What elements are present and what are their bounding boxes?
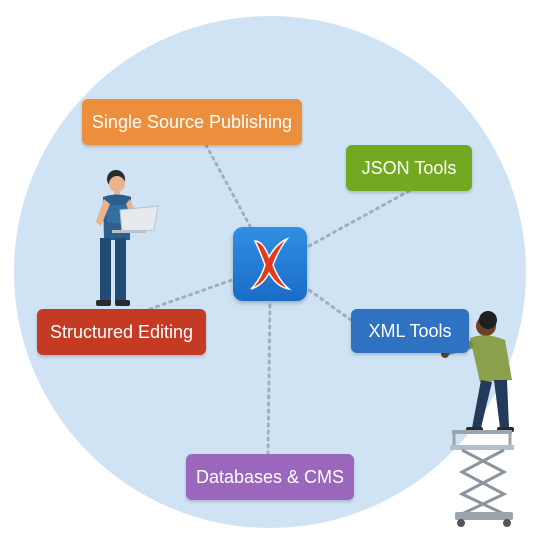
connector-db [266, 300, 272, 456]
oxygen-x-logo-icon [250, 237, 292, 291]
node-structured-editing: Structured Editing [37, 309, 206, 355]
connectors [148, 143, 411, 456]
connector-json [307, 189, 411, 248]
person-on-scissor-lift-icon [441, 311, 514, 527]
connector-xml [307, 288, 353, 322]
node-label: Databases & CMS [195, 466, 345, 487]
node-label: JSON Tools [361, 157, 457, 178]
node-label: XML Tools [368, 320, 452, 341]
person-with-laptop-icon [96, 170, 159, 306]
connector-ssp [204, 143, 252, 228]
node-json-tools: JSON Tools [346, 145, 472, 191]
node-label: Structured Editing [49, 321, 194, 342]
node-single-source-publishing: Single Source Publishing [82, 99, 302, 145]
node-databases-cms: Databases & CMS [186, 454, 354, 500]
hub-logo [233, 227, 307, 301]
node-label: Single Source Publishing [91, 111, 293, 132]
connector-structured [148, 278, 234, 311]
node-xml-tools: XML Tools [351, 309, 469, 353]
